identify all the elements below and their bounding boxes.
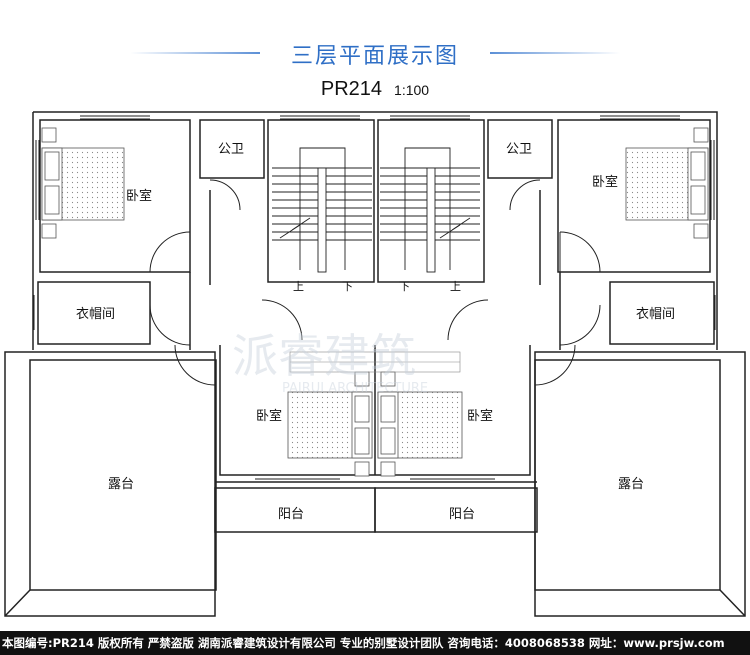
room-bedroom-center-right: 卧室 [467,408,493,424]
room-wc-left: 公卫 [218,142,244,157]
footer-banner: 本图编号:PR214 版权所有 严禁盗版 湖南派睿建筑设计有限公司 专业的别墅设… [0,631,750,655]
stair-label-up-right: 上 [450,280,461,293]
title-line-right [490,52,620,54]
room-balcony-left: 阳台 [278,507,304,522]
stair-label-up-left: 上 [293,280,304,293]
stair-label-down-left: 下 [342,280,353,293]
bed-icons [41,127,709,477]
walls [4,111,746,617]
room-terrace-right: 露台 [618,477,644,492]
room-closet-left: 衣帽间 [76,306,115,322]
room-balcony-right: 阳台 [449,507,475,522]
corridor-strip [289,351,461,373]
room-bedroom-top-left: 卧室 [126,188,152,204]
room-bedroom-top-right: 卧室 [592,174,618,190]
stair-label-down-right: 下 [399,280,410,293]
page-title: 三层平面展示图 [290,44,459,69]
title-line-left [130,52,260,54]
windows [33,115,716,480]
plan-scale: 1:100 [394,82,430,98]
plan-code-row: PR214 1:100 [0,78,750,101]
stair-treads [272,147,480,273]
plan-code: PR214 [320,78,383,100]
floor-plan: 上 下 下 上 派睿建筑 PAIRUI ARCHITECTURE [4,111,746,617]
title-row: 三层平面展示图 [0,30,750,74]
room-bedroom-center-left: 卧室 [256,408,282,424]
watermark-cn: 派睿建筑 [232,329,416,383]
room-wc-right: 公卫 [506,142,532,157]
door-swings [149,179,601,386]
room-closet-right: 衣帽间 [636,306,675,322]
watermark-en: PAIRUI ARCHITECTURE [282,381,428,396]
room-terrace-left: 露台 [108,477,134,492]
